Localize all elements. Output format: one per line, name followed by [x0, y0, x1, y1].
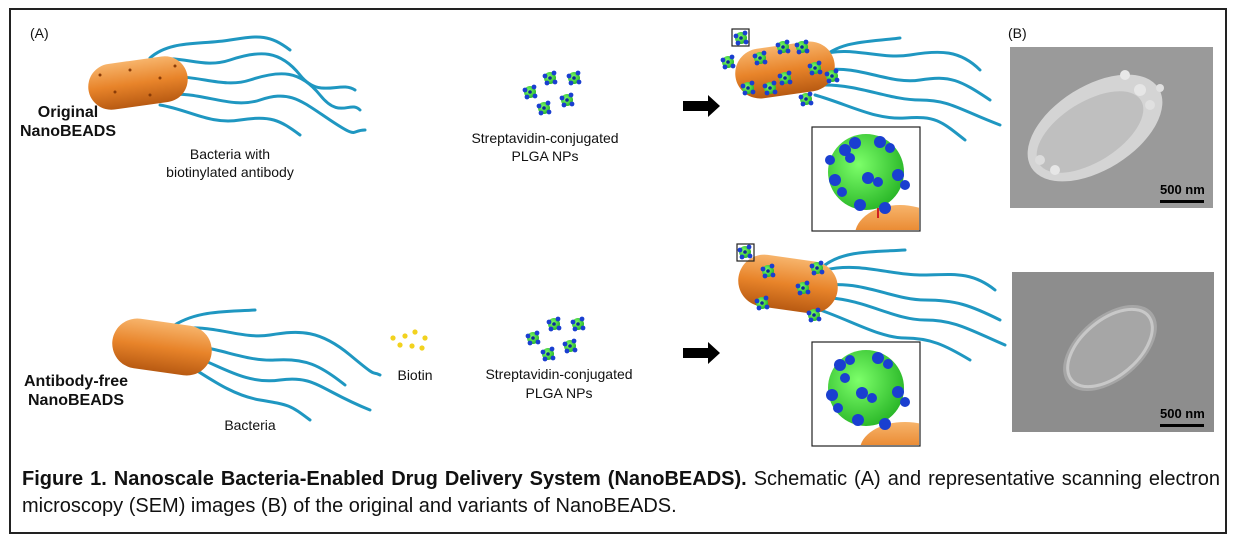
bacteria-plain — [112, 308, 382, 422]
caption-title: Figure 1. Nanoscale Bacteria-Enabled Dru… — [22, 468, 747, 490]
row1-name-line2: NanoBEADS — [20, 123, 117, 140]
nanoparticles-row2 — [525, 316, 586, 362]
nanobeads-antibody-free — [736, 243, 1007, 362]
figure-frame — [9, 8, 1227, 534]
panel-a-label: (A) — [30, 25, 49, 41]
arrow-row1 — [683, 95, 720, 117]
row2-name-line1: Antibody-free — [24, 373, 128, 390]
sem-scale-label-top: 500 nm — [1160, 182, 1205, 197]
row1-name-line1: Original — [37, 104, 99, 121]
sem-scale-bar-top — [1160, 200, 1204, 203]
sem-scale-label-bottom: 500 nm — [1160, 406, 1205, 421]
row2-np-line1: Streptavidin-conjugated — [485, 366, 633, 382]
bacteria-original — [88, 35, 367, 137]
sem-image-antibody-free — [1012, 272, 1214, 432]
inset-zoom-row2 — [811, 341, 921, 447]
row2-bacteria-label: Bacteria — [224, 417, 276, 433]
arrow-row2 — [683, 342, 720, 364]
biotin-molecules — [390, 329, 428, 351]
row1-np-line2: PLGA NPs — [511, 148, 579, 164]
panel-b-label: (B) — [1008, 25, 1027, 41]
row2-biotin-label: Biotin — [397, 367, 433, 383]
row2-np-line2: PLGA NPs — [525, 385, 593, 401]
sem-scale-bar-bottom — [1160, 424, 1204, 427]
nanoparticles-row1 — [522, 70, 582, 116]
caption-body: Schematic (A) and representative scannin… — [22, 468, 1220, 517]
row1-bacteria-line1: Bacteria with — [189, 146, 271, 162]
inset-zoom-row1 — [811, 126, 921, 232]
figure-caption: Figure 1. Nanoscale Bacteria-Enabled Dru… — [22, 466, 1220, 520]
row1-np-line1: Streptavidin-conjugated — [471, 130, 619, 146]
row1-bacteria-line2: biotinylated antibody — [166, 164, 294, 180]
nanobeads-original — [720, 28, 1002, 142]
sem-image-original — [1010, 47, 1213, 208]
row2-name-line2: NanoBEADS — [27, 392, 124, 409]
